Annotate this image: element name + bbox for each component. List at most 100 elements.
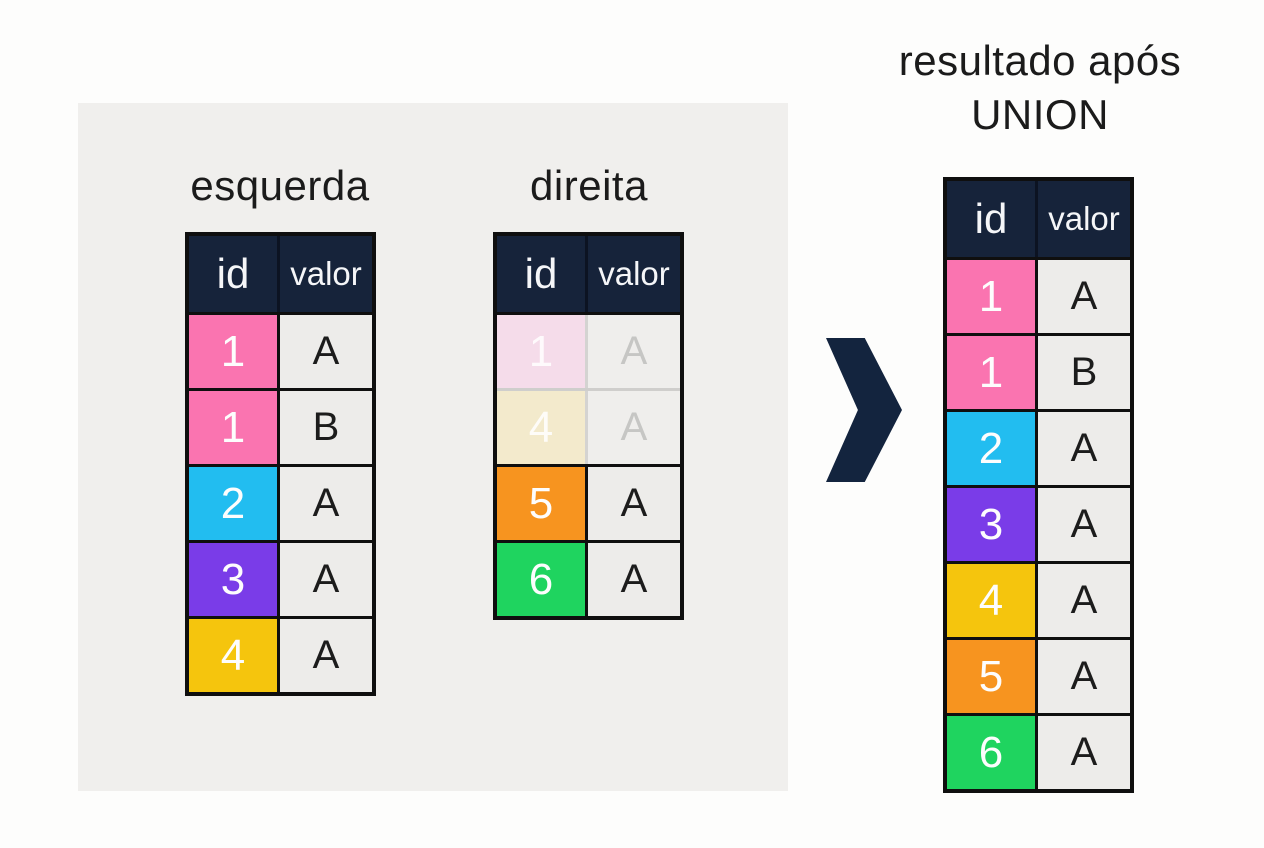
valor-value: A [620,405,648,449]
table-esquerda: id valor 1 A 1 B 2 A 3 A 4 [185,232,376,696]
table-body: 1 A 1 B 2 A 3 A 4 A 5 [947,257,1130,789]
table-row: 6 A [947,713,1130,789]
valor-value: A [312,329,340,373]
id-cell: 1 [947,336,1038,409]
esquerda-table-title: esquerda [190,162,370,209]
id-cell: 5 [947,640,1038,713]
table-row: 1 B [947,333,1130,409]
valor-column-header: valor [1048,200,1120,237]
valor-value: B [1070,350,1098,394]
table-row: 1 B [189,388,372,464]
result-title-line1: resultado após [898,37,1182,84]
valor-cell: A [1038,564,1130,637]
valor-value: B [312,405,340,449]
id-cell: 4 [947,564,1038,637]
valor-column-header: valor [290,255,362,292]
direita-table-title: direita [530,162,648,209]
valor-value: A [1070,654,1098,698]
table-body: 1 A 1 B 2 A 3 A 4 A [189,312,372,692]
id-cell: 5 [497,467,588,540]
table-row: 5 A [947,637,1130,713]
id-cell: 4 [497,391,588,464]
id-value: 4 [528,402,554,452]
id-value: 1 [978,347,1004,397]
valor-cell: A [280,543,372,616]
id-column-header: id [497,236,588,312]
result-title-line2: UNION [971,91,1109,138]
id-cell: 2 [947,412,1038,485]
id-value: 5 [528,478,554,528]
id-cell: 6 [947,716,1038,789]
valor-value: A [312,557,340,601]
table-header-row: id valor [189,236,372,312]
id-value: 6 [528,554,554,604]
table-row: 2 A [947,409,1130,485]
id-value: 4 [220,630,246,680]
id-value: 3 [220,554,246,604]
valor-value: A [1070,502,1098,546]
id-cell: 3 [189,543,280,616]
valor-cell: A [588,467,680,540]
table-row: 4 A [189,616,372,692]
id-cell: 1 [947,260,1038,333]
id-value: 2 [220,478,246,528]
id-column-header: id [947,181,1038,257]
valor-cell: A [280,467,372,540]
valor-value: A [1070,578,1098,622]
id-value: 1 [220,326,246,376]
id-value: 1 [978,271,1004,321]
table-row: 1 A [189,312,372,388]
valor-cell: A [1038,488,1130,561]
valor-cell: A [280,619,372,692]
valor-cell: B [280,391,372,464]
valor-column-header: valor [598,255,670,292]
valor-value: A [312,481,340,525]
valor-cell: B [1038,336,1130,409]
table-row: 1 A [497,312,680,388]
valor-value: A [620,329,648,373]
valor-cell: A [588,315,680,388]
table-header-row: id valor [497,236,680,312]
id-cell: 1 [189,391,280,464]
table-resultado: id valor 1 A 1 B 2 A 3 A 4 [943,177,1134,793]
table-row: 4 A [947,561,1130,637]
table-row: 5 A [497,464,680,540]
id-value: 1 [528,326,554,376]
id-value: 4 [978,575,1004,625]
valor-cell: A [588,391,680,464]
valor-cell: A [588,543,680,616]
id-cell: 1 [497,315,588,388]
valor-value: A [1070,274,1098,318]
valor-cell: A [1038,716,1130,789]
table-row: 4 A [497,388,680,464]
valor-value: A [1070,730,1098,774]
table-row: 6 A [497,540,680,616]
table-direita: id valor 1 A 4 A 5 A 6 A [493,232,684,620]
valor-value: A [312,633,340,677]
id-cell: 4 [189,619,280,692]
table-row: 2 A [189,464,372,540]
chevron-right-icon [826,338,902,482]
id-value: 5 [978,651,1004,701]
table-body: 1 A 4 A 5 A 6 A [497,312,680,616]
id-cell: 3 [947,488,1038,561]
valor-value: A [620,557,648,601]
table-row: 1 A [947,257,1130,333]
id-cell: 2 [189,467,280,540]
table-row: 3 A [947,485,1130,561]
id-value: 2 [978,423,1004,473]
valor-value: A [620,481,648,525]
valor-cell: A [1038,412,1130,485]
table-header-row: id valor [947,181,1130,257]
id-cell: 6 [497,543,588,616]
id-cell: 1 [189,315,280,388]
valor-cell: A [1038,260,1130,333]
table-row: 3 A [189,540,372,616]
valor-value: A [1070,426,1098,470]
id-value: 1 [220,402,246,452]
id-column-header: id [189,236,280,312]
valor-cell: A [1038,640,1130,713]
result-table-title: resultado após UNION [860,34,1220,142]
valor-cell: A [280,315,372,388]
id-value: 6 [978,727,1004,777]
